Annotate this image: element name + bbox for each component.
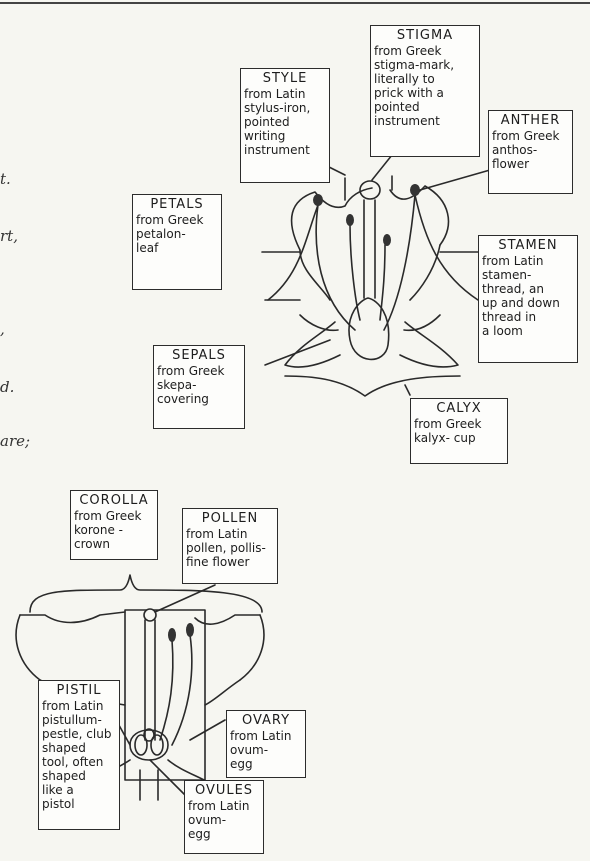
label-title: STIGMA xyxy=(374,28,476,43)
label-line: from Latin xyxy=(230,729,302,743)
label-line: from Latin xyxy=(42,699,116,713)
label-line: like a xyxy=(42,783,116,797)
label-title: STYLE xyxy=(244,71,326,86)
label-line: korone - xyxy=(74,523,154,537)
label-line: skepa- xyxy=(157,378,241,392)
label-line: shaped xyxy=(42,769,116,783)
label-line: from Greek xyxy=(157,364,241,378)
label-title: OVARY xyxy=(230,713,302,728)
label-title: ANTHER xyxy=(492,113,569,128)
label-line: from Latin xyxy=(188,799,260,813)
label-line: flower xyxy=(492,157,569,171)
label-ovary: OVARY from Latin ovum- egg xyxy=(226,710,306,778)
label-line: from Latin xyxy=(186,527,274,541)
label-stigma: STIGMA from Greek stigma-mark, literally… xyxy=(370,25,480,157)
label-corolla: COROLLA from Greek korone - crown xyxy=(70,490,158,560)
label-line: prick with a xyxy=(374,86,476,100)
label-calyx: CALYX from Greek kalyx- cup xyxy=(410,398,508,464)
label-line: from Latin xyxy=(244,87,326,101)
label-style: STYLE from Latin stylus-iron, pointed wr… xyxy=(240,68,330,183)
label-line: covering xyxy=(157,392,241,406)
label-ovules: OVULES from Latin ovum- egg xyxy=(184,780,264,854)
label-title: POLLEN xyxy=(186,511,274,526)
label-line: ovum- xyxy=(230,743,302,757)
label-line: instrument xyxy=(374,114,476,128)
label-line: instrument xyxy=(244,143,326,157)
label-pollen: POLLEN from Latin pollen, pollis- fine f… xyxy=(182,508,278,584)
label-line: pointed xyxy=(244,115,326,129)
top-flower xyxy=(262,176,478,396)
label-line: from Greek xyxy=(492,129,569,143)
label-title: OVULES xyxy=(188,783,260,798)
label-stamen: STAMEN from Latin stamen- thread, an up … xyxy=(478,235,578,363)
label-title: PISTIL xyxy=(42,683,116,698)
label-pistil: PISTIL from Latin pistullum- pestle, clu… xyxy=(38,680,120,830)
label-line: writing xyxy=(244,129,326,143)
label-sepals: SEPALS from Greek skepa- covering xyxy=(153,345,245,429)
label-line: egg xyxy=(230,757,302,771)
label-line: leaf xyxy=(136,241,218,255)
label-line: egg xyxy=(188,827,260,841)
label-line: from Greek xyxy=(414,417,504,431)
label-line: literally to xyxy=(374,72,476,86)
label-line: pistol xyxy=(42,797,116,811)
label-line: up and down xyxy=(482,296,574,310)
label-line: shaped xyxy=(42,741,116,755)
label-line: pollen, pollis- xyxy=(186,541,274,555)
label-anther: ANTHER from Greek anthos- flower xyxy=(488,110,573,194)
label-line: thread in xyxy=(482,310,574,324)
label-line: from Greek xyxy=(136,213,218,227)
label-line: thread, an xyxy=(482,282,574,296)
label-line: stamen- xyxy=(482,268,574,282)
label-line: tool, often xyxy=(42,755,116,769)
label-line: from Greek xyxy=(374,44,476,58)
label-line: petalon- xyxy=(136,227,218,241)
label-line: pistullum- xyxy=(42,713,116,727)
label-line: from Greek xyxy=(74,509,154,523)
label-line: pointed xyxy=(374,100,476,114)
label-line: kalyx- cup xyxy=(414,431,504,445)
label-title: PETALS xyxy=(136,197,218,212)
label-line: ovum- xyxy=(188,813,260,827)
label-line: a loom xyxy=(482,324,574,338)
label-title: COROLLA xyxy=(74,493,154,508)
label-title: STAMEN xyxy=(482,238,574,253)
label-title: SEPALS xyxy=(157,348,241,363)
label-petals: PETALS from Greek petalon- leaf xyxy=(132,194,222,290)
label-line: stigma-mark, xyxy=(374,58,476,72)
label-line: fine flower xyxy=(186,555,274,569)
label-line: pestle, club xyxy=(42,727,116,741)
label-line: stylus-iron, xyxy=(244,101,326,115)
label-line: crown xyxy=(74,537,154,551)
label-line: from Latin xyxy=(482,254,574,268)
label-title: CALYX xyxy=(414,401,504,416)
label-line: anthos- xyxy=(492,143,569,157)
